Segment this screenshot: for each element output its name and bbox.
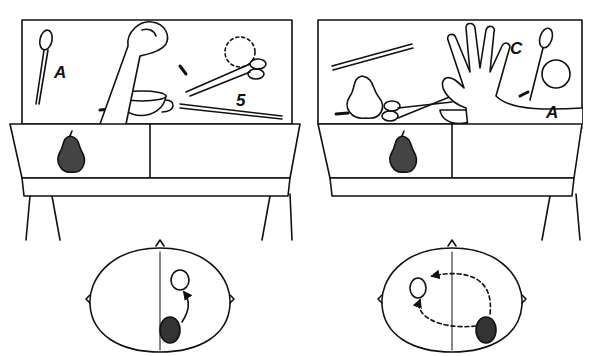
letter-label: A <box>54 64 66 81</box>
letter-label: C <box>510 40 522 57</box>
letter-label: 5 <box>236 92 245 109</box>
right-scene <box>318 20 582 352</box>
left-scene <box>10 20 300 352</box>
letter-label: A <box>546 104 558 121</box>
brain-right <box>378 240 526 352</box>
brain-left <box>86 240 234 352</box>
